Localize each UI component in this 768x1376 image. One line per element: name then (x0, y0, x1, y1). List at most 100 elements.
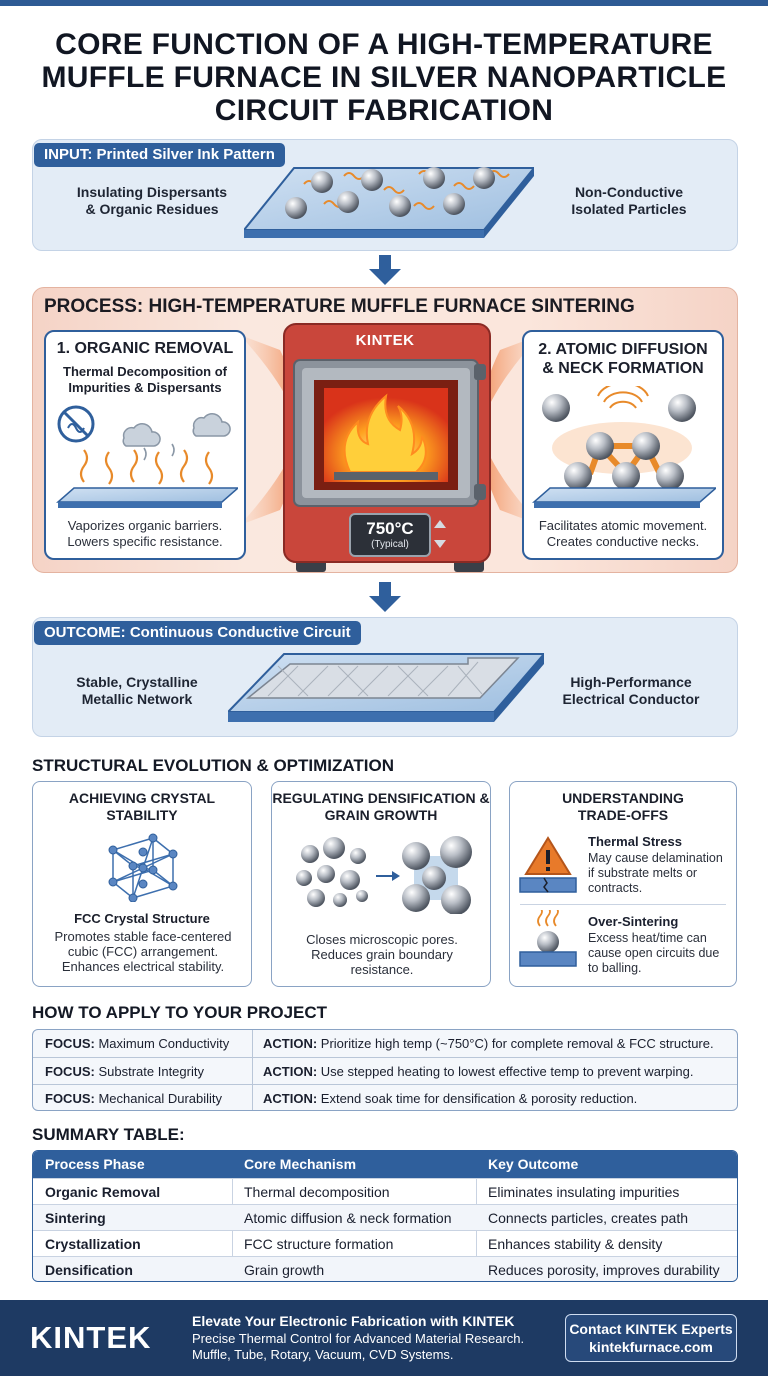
column-divider (252, 1085, 253, 1110)
printed-ink-illustration (244, 167, 534, 238)
outcome-cell: Eliminates insulating impurities (488, 1184, 680, 1200)
grain-growth-illustration (296, 836, 472, 914)
organic-removal-illustration (56, 405, 238, 508)
atomic-diffusion-card (522, 330, 724, 560)
outcome-tag-text: Continuous Conductive Circuit (129, 624, 351, 641)
muffle-furnace-illustration (283, 323, 491, 572)
outcome-cell: Connects particles, creates path (488, 1210, 688, 1226)
apply-heading: HOW TO APPLY TO YOUR PROJECT (32, 1003, 328, 1022)
down-arrow-icon (369, 255, 401, 285)
furnace-temperature: 750°C (366, 519, 414, 538)
furnace-brand-label: KINTEK (355, 332, 415, 349)
mechanism-cell: FCC structure formation (244, 1236, 394, 1252)
summary-heading: SUMMARY TABLE: (32, 1125, 185, 1144)
apply-row: FOCUS: Mechanical Durability ACTION: Ext… (33, 1084, 737, 1110)
action-label: ACTION: (263, 1064, 318, 1079)
densification-title: REGULATING DENSIFICATION & GRAIN GROWTH (272, 790, 490, 823)
table-row: Crystallization FCC structure formation … (33, 1230, 737, 1256)
organic-removal-subtitle: Thermal Decomposition of Impurities & Di… (63, 364, 227, 395)
input-tag-prefix: INPUT: (44, 146, 93, 163)
phase-cell: Crystallization (45, 1236, 141, 1252)
table-row: Densification Grain growth Reduces poros… (33, 1256, 737, 1281)
densification-card: REGULATING DENSIFICATION & GRAIN GROWTH … (271, 781, 491, 987)
furnace-temperature-note: (Typical) (371, 539, 409, 550)
table-row: Organic Removal Thermal decomposition El… (33, 1178, 737, 1204)
mechanism-cell: Grain growth (244, 1262, 325, 1278)
column-divider (252, 1030, 253, 1057)
crystal-stability-title: ACHIEVING CRYSTAL STABILITY (68, 790, 216, 823)
action-label: ACTION: (263, 1036, 318, 1051)
focus-value: Maximum Conductivity (98, 1036, 230, 1051)
atomic-diffusion-title: 2. ATOMIC DIFFUSION & NECK FORMATION (538, 341, 708, 377)
focus-cell: FOCUS: Substrate Integrity (45, 1058, 204, 1085)
mechanism-cell: Thermal decomposition (244, 1184, 390, 1200)
trade-off-divider (520, 904, 726, 905)
trade-offs-title: UNDERSTANDING TRADE-OFFS (562, 790, 684, 823)
process-title: PROCESS: HIGH-TEMPERATURE MUFFLE FURNACE… (44, 296, 635, 317)
footer-line-1: Precise Thermal Control for Advanced Mat… (192, 1331, 525, 1346)
footer-line-2: Muffle, Tube, Rotary, Vacuum, CVD System… (192, 1347, 454, 1362)
action-label: ACTION: (263, 1091, 318, 1106)
table-row: Sintering Atomic diffusion & neck format… (33, 1204, 737, 1230)
input-tag: INPUT: Printed Silver Ink Pattern (34, 143, 285, 167)
mechanism-cell: Atomic diffusion & neck formation (244, 1210, 452, 1226)
outcome-left-label: Stable, Crystalline Metallic Network (76, 674, 198, 707)
thermal-stress-title: Thermal Stress (588, 834, 682, 849)
down-arrow-icon (369, 582, 401, 612)
input-right-label: Non-Conductive Isolated Particles (571, 184, 687, 217)
phase-cell: Organic Removal (45, 1184, 161, 1200)
outcome-right-label: High-Performance Electrical Conductor (562, 674, 700, 707)
over-sintering-icon (519, 910, 577, 967)
phase-cell: Sintering (45, 1210, 106, 1226)
contact-button-label: Contact KINTEK Experts (569, 1321, 733, 1337)
trade-offs-card: UNDERSTANDING TRADE-OFFS Thermal Stress … (509, 781, 737, 987)
footer-logo: KINTEK (30, 1320, 152, 1355)
input-tag-text: Printed Silver Ink Pattern (96, 146, 275, 163)
neck-formation-illustration (532, 386, 716, 508)
action-cell: ACTION: Prioritize high temp (~750°C) fo… (263, 1030, 714, 1057)
contact-button-url: kintekfurnace.com (589, 1339, 713, 1355)
outcome-tag-prefix: OUTCOME: (44, 624, 126, 641)
page-title: CORE FUNCTION OF A HIGH-TEMPERATURE MUFF… (41, 28, 727, 127)
input-left-label: Insulating Dispersants & Organic Residue… (76, 184, 228, 217)
focus-cell: FOCUS: Maximum Conductivity (45, 1030, 229, 1057)
header-key-outcome: Key Outcome (488, 1156, 579, 1172)
focus-value: Mechanical Durability (98, 1091, 223, 1106)
action-cell: ACTION: Extend soak time for densificati… (263, 1085, 637, 1110)
apply-table: FOCUS: Maximum Conductivity ACTION: Prio… (32, 1029, 738, 1111)
outcome-tag: OUTCOME: Continuous Conductive Circuit (34, 621, 361, 645)
action-value: Prioritize high temp (~750°C) for comple… (320, 1036, 714, 1051)
outcome-cell: Reduces porosity, improves durability (488, 1262, 720, 1278)
action-cell: ACTION: Use stepped heating to lowest ef… (263, 1058, 693, 1085)
apply-row: FOCUS: Maximum Conductivity ACTION: Prio… (33, 1030, 737, 1057)
conductive-circuit-illustration (228, 653, 544, 722)
footer-headline: Elevate Your Electronic Fabrication with… (192, 1313, 515, 1329)
atomic-diffusion-text: Facilitates atomic movement. Creates con… (538, 518, 708, 549)
column-divider (252, 1058, 253, 1085)
crystal-stability-text: Promotes stable face-centered cubic (FCC… (54, 929, 232, 974)
focus-value: Substrate Integrity (98, 1064, 204, 1079)
over-sintering-text: Excess heat/time can cause open circuits… (588, 931, 720, 975)
header-process-phase: Process Phase (45, 1156, 145, 1172)
organic-removal-title: 1. ORGANIC REMOVAL (56, 340, 234, 357)
thermal-stress-text: May cause delamination if substrate melt… (588, 851, 723, 895)
focus-cell: FOCUS: Mechanical Durability (45, 1085, 223, 1110)
apply-row: FOCUS: Substrate Integrity ACTION: Use s… (33, 1057, 737, 1085)
structural-heading: STRUCTURAL EVOLUTION & OPTIMIZATION (32, 756, 395, 775)
densification-text: Closes microscopic pores. Reduces grain … (306, 932, 458, 977)
summary-table: Process Phase Core Mechanism Key Outcome… (32, 1150, 738, 1282)
header-core-mechanism: Core Mechanism (244, 1156, 357, 1172)
contact-experts-button[interactable]: Contact KINTEK Experts kintekfurnace.com (565, 1314, 737, 1362)
summary-header-row: Process Phase Core Mechanism Key Outcome (33, 1151, 737, 1178)
warning-icon (519, 836, 577, 893)
crystal-stability-card: ACHIEVING CRYSTAL STABILITY FCC Crystal … (32, 781, 252, 987)
over-sintering-title: Over-Sintering (588, 914, 679, 929)
focus-label: FOCUS: (45, 1036, 95, 1051)
phase-cell: Densification (45, 1262, 133, 1278)
focus-label: FOCUS: (45, 1064, 95, 1079)
organic-removal-text: Vaporizes organic barriers. Lowers speci… (67, 518, 223, 549)
top-accent-bar (0, 0, 768, 6)
focus-label: FOCUS: (45, 1091, 95, 1106)
fcc-caption: FCC Crystal Structure (74, 911, 210, 926)
outcome-cell: Enhances stability & density (488, 1236, 663, 1252)
